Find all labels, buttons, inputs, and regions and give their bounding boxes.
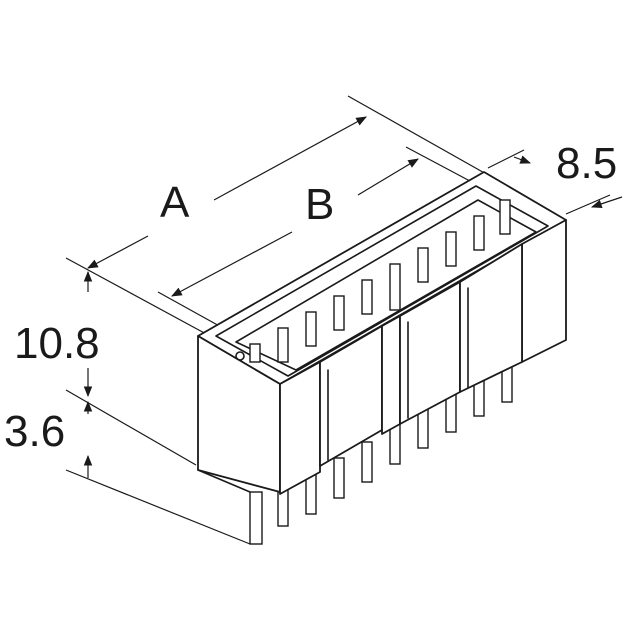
dimension-pin-length-label: 3.6 — [4, 407, 65, 456]
polarization-mark — [235, 351, 245, 361]
housing-cavity-rim — [215, 185, 549, 377]
dimension-height-extension-bottom — [65, 389, 197, 466]
dimension-height: 10.8 — [14, 270, 197, 466]
top-pin — [473, 215, 485, 251]
dimension-height-label: 10.8 — [14, 319, 100, 368]
dimension-width: 8.5 — [487, 139, 623, 215]
top-pin — [305, 311, 317, 347]
bottom-pin — [389, 423, 401, 465]
dimension-width-extension-left — [487, 149, 525, 169]
housing-front-wall — [459, 243, 523, 393]
dimension-a-arrow-left — [87, 235, 149, 269]
dimension-a-label: A — [160, 178, 190, 227]
top-pin — [249, 343, 261, 363]
top-pin — [445, 231, 457, 267]
housing-front-wall — [279, 361, 321, 495]
dimension-a-extension-right — [347, 95, 489, 176]
dimension-pin-length: 3.6 — [4, 400, 251, 545]
dimension-width-label: 8.5 — [556, 139, 617, 188]
housing-bottom-edge — [197, 469, 251, 493]
dimension-width-arrow-left — [513, 155, 532, 164]
dimension-a-arrow-right — [213, 116, 367, 201]
dimension-b-label: B — [305, 180, 334, 229]
bottom-pin — [361, 441, 373, 483]
dimension-width-arrow-right — [590, 196, 623, 209]
top-pin — [277, 327, 289, 363]
dimension-a-extension-left — [65, 257, 209, 336]
bottom-pins — [249, 361, 513, 545]
housing-front-wall — [381, 315, 401, 435]
dimension-width-extension-right — [565, 194, 611, 215]
bottom-pin — [249, 491, 263, 545]
top-pins — [249, 199, 511, 363]
bottom-pin — [305, 473, 317, 515]
housing-end-face — [521, 219, 567, 363]
top-pin — [361, 279, 373, 315]
connector-housing — [197, 171, 567, 545]
dimension-b-arrow-right — [357, 158, 419, 196]
bottom-pin — [333, 457, 345, 499]
top-pin — [389, 263, 401, 311]
dimension-pin-length-extension-bottom — [65, 469, 251, 545]
dimension-b-arrow-left — [171, 231, 293, 297]
dimension-b: B — [157, 146, 501, 344]
top-pin — [333, 295, 345, 331]
housing-cavity-inner — [235, 199, 537, 371]
dimension-a: A — [65, 95, 489, 336]
top-pin — [417, 247, 429, 283]
top-pin — [499, 199, 511, 235]
